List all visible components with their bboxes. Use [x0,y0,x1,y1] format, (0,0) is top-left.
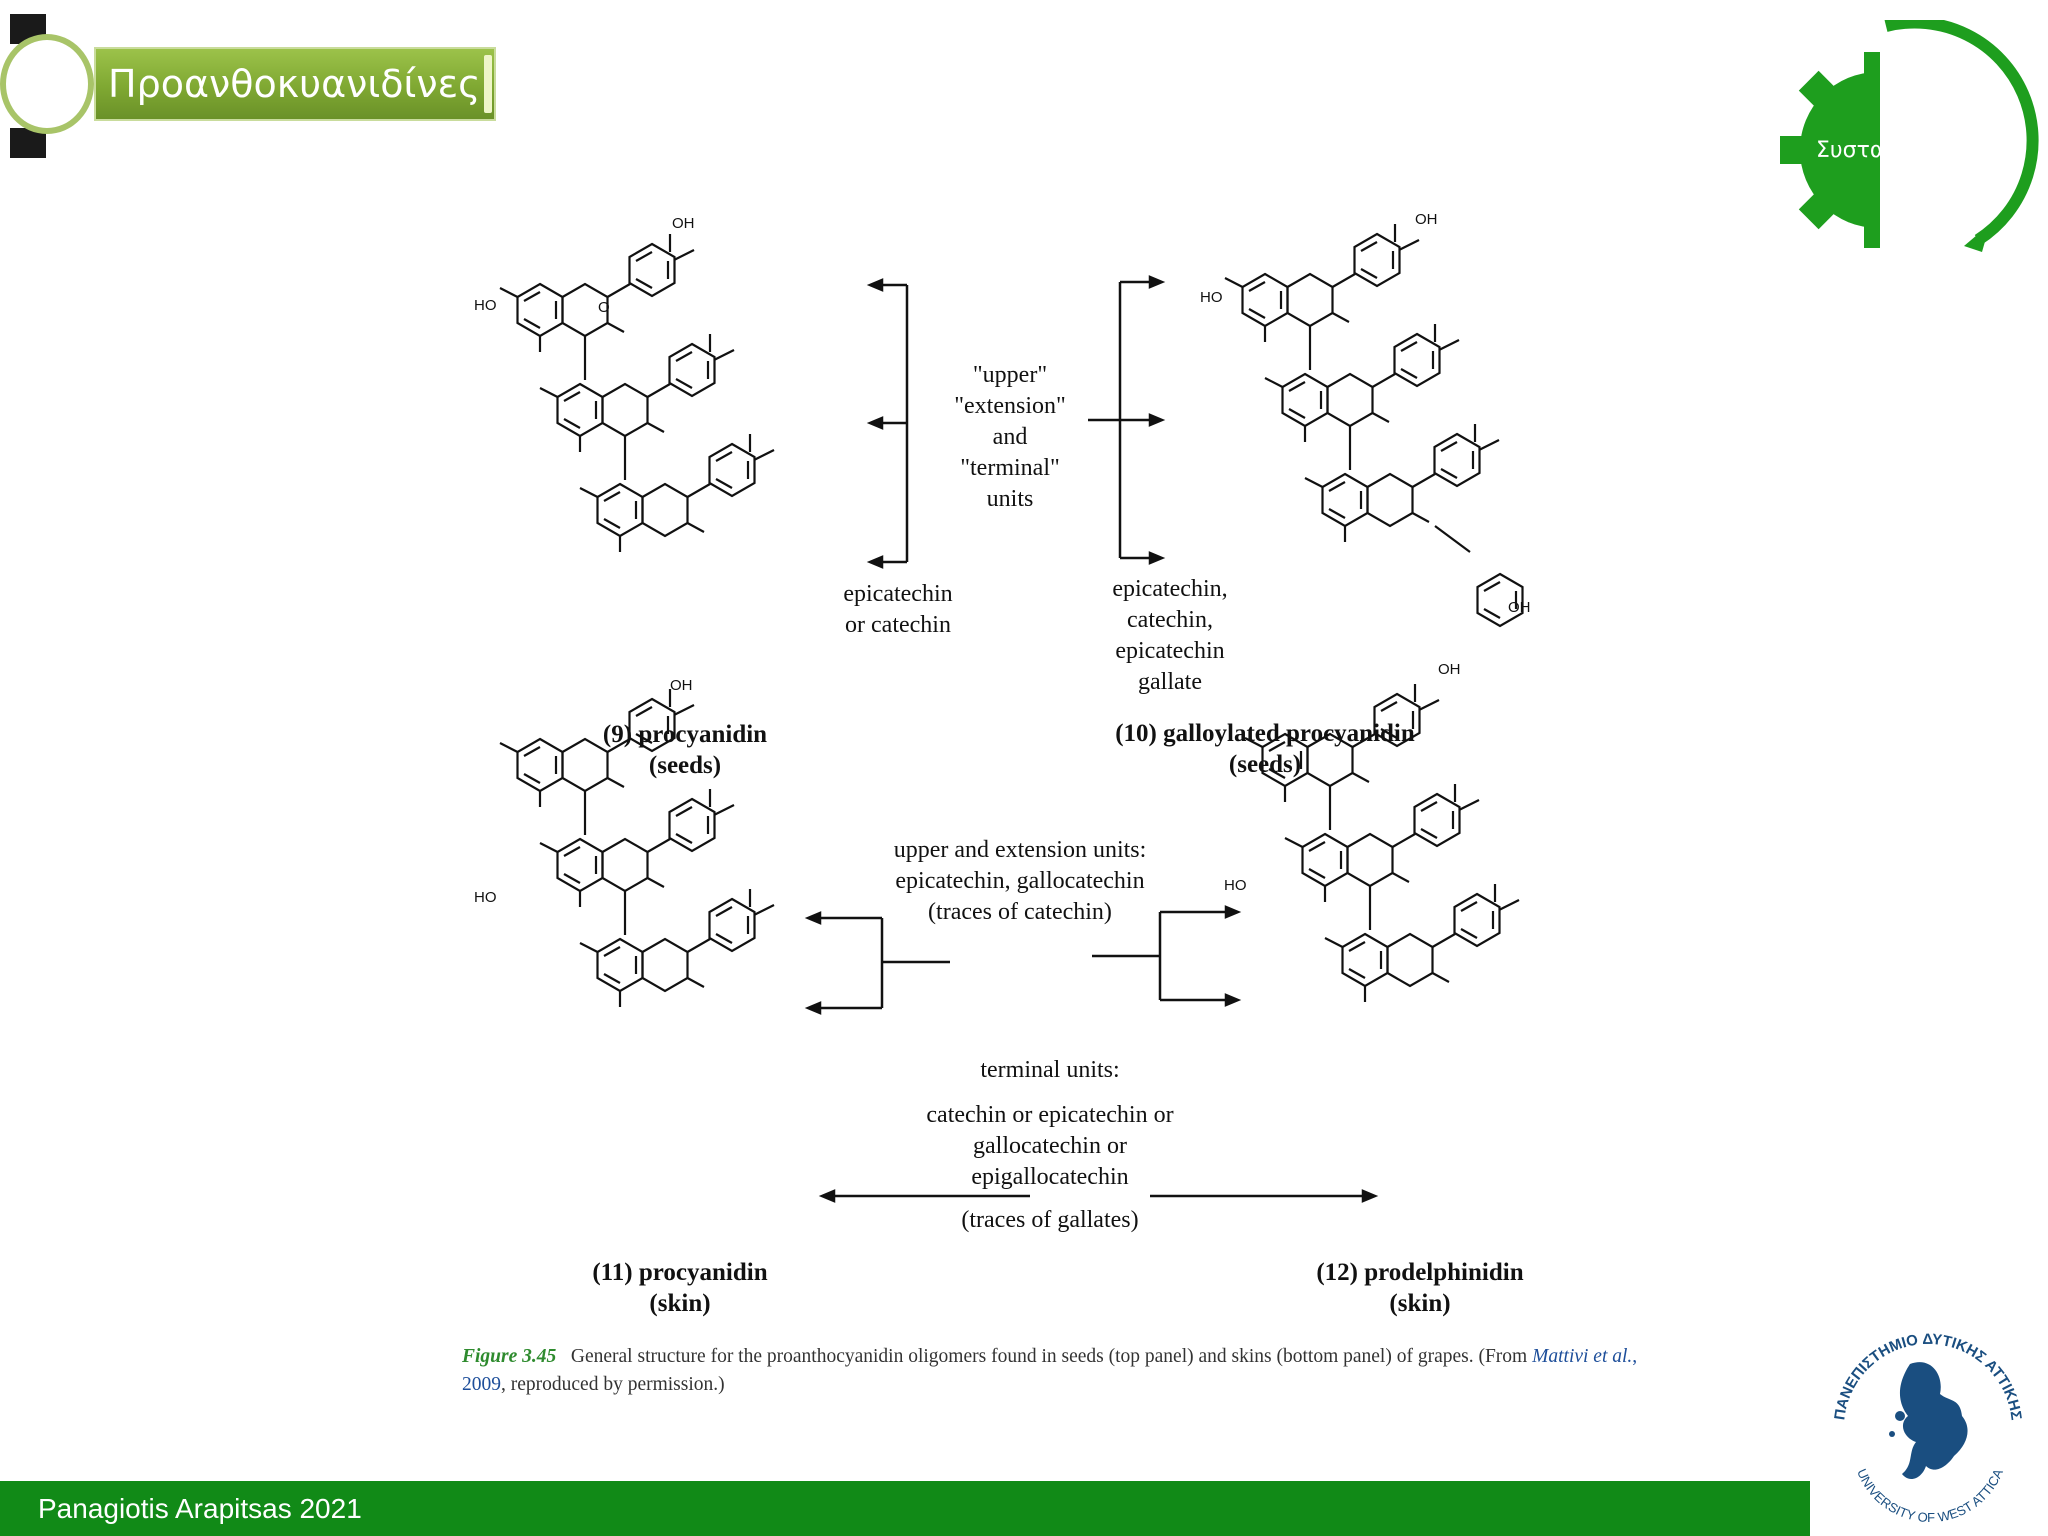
structure-label-11: (11) procyanidin (skin) [592,1259,768,1317]
footer-author: Panagiotis Arapitsas 2021 [38,1493,362,1524]
university-logo: ΠΑΝΕΠΙΣΤΗΜΙΟ ΔΥΤΙΚΗΣ ΑΤΤΙΚΗΣ UNIVERSITY … [1822,1316,2032,1526]
structure-12 [1245,684,1519,1002]
svg-text:UNIVERSITY OF WEST ATTICA: UNIVERSITY OF WEST ATTICA [1854,1466,2006,1525]
atom-label: O [598,299,610,316]
terminal-units-10: epicatechin, catechin, epicatechin galla… [1112,576,1228,695]
slide-title: Προανθοκυανιδίνες [94,47,496,121]
title-circle-decoration [0,34,94,134]
atom-label: OH [1438,661,1461,678]
atom-label: OH [672,215,695,232]
gear-nav-button[interactable]: Συστα [1768,16,2048,260]
atom-label: OH [1508,599,1531,616]
atom-label: HO [474,297,497,314]
gear-nav-label: Συστα [1816,138,1885,163]
atom-label: HO [1200,289,1223,306]
terminal-units-bottom: terminal units: catechin or epicatechin … [926,1057,1174,1233]
units-description-bottom: upper and extension units: epicatechin, … [893,837,1147,925]
structures-drawing: OH HO O OH HO OH HO OH HO OH [474,211,1531,1203]
structure-label-12: (12) prodelphinidin (skin) [1316,1259,1524,1317]
structure-9 [500,234,774,552]
units-description-top: "upper" "extension" and "terminal" units [954,362,1066,512]
footer-bar: Panagiotis Arapitsas 2021 [0,1481,1810,1536]
structure-11 [500,689,774,1007]
structure-label-9: (9) procyanidin (seeds) [602,721,768,779]
terminal-units-9: epicatechin or catechin [843,581,953,638]
figure-number: Figure 3.45 [462,1346,557,1367]
figure-caption: Figure 3.45 General structure for the pr… [462,1346,1638,1395]
gear-icon [1780,16,2048,260]
reference-link[interactable]: Mattivi et al., 2009 [462,1346,1638,1395]
atom-label: OH [1415,211,1438,228]
structure-10 [1225,224,1524,628]
atom-label: HO [1224,877,1247,894]
structure-label-10: (10) galloylated procyanidin (seeds) [1115,720,1415,778]
atom-label: OH [670,677,693,694]
atom-label: HO [474,889,497,906]
